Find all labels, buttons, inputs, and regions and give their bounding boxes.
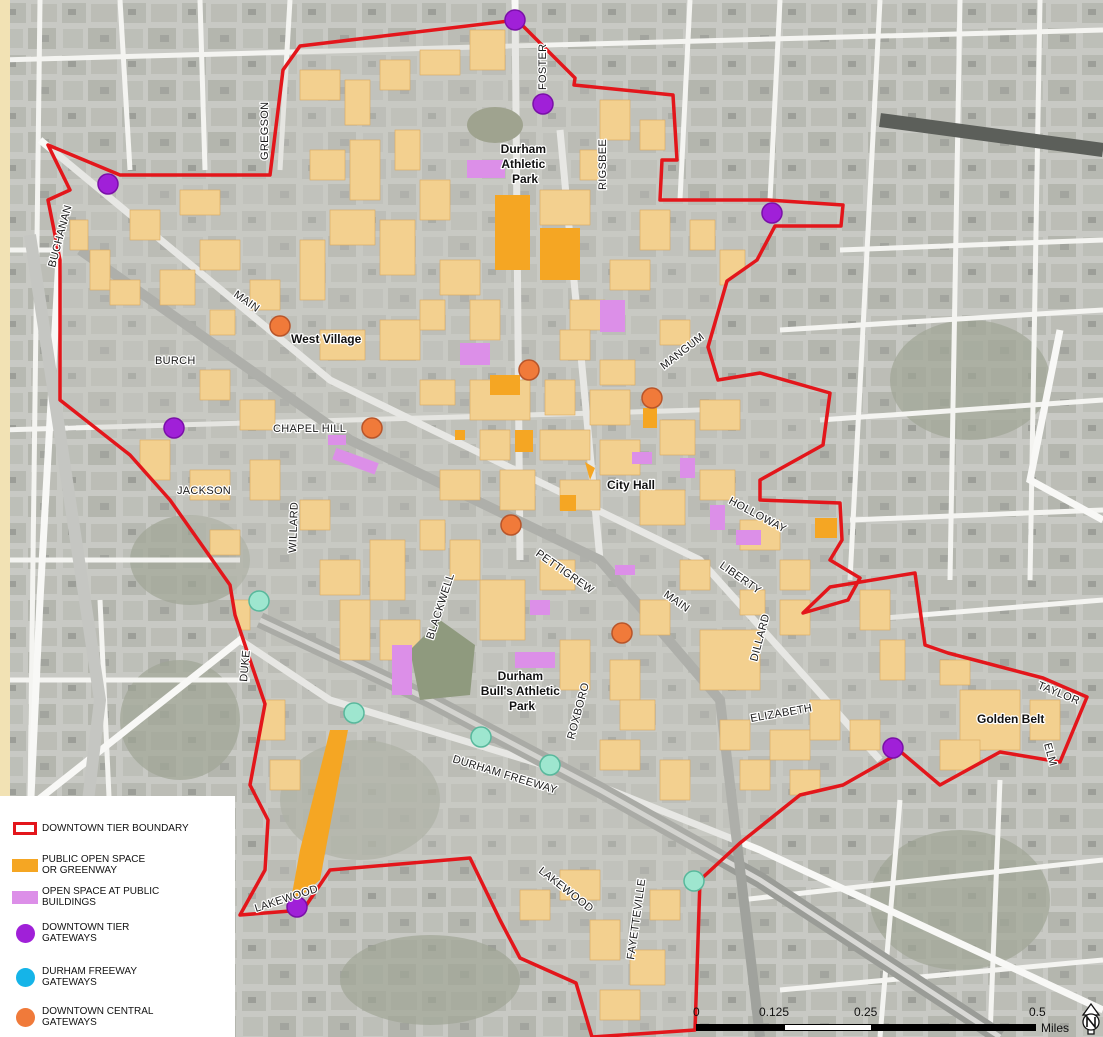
legend-public-buildings-line1: OPEN SPACE AT PUBLIC [42,886,160,897]
scale-segment-3 [872,1024,1036,1031]
scale-bar: 0 0.125 0.25 0.5 Miles [693,1005,1069,1037]
north-arrow-icon [1081,1003,1101,1035]
scale-segment-1 [696,1024,784,1031]
map-legend: DOWNTOWN TIER BOUNDARY PUBLIC OPEN SPACE… [0,796,235,1037]
legend-boundary-label: DOWNTOWN TIER BOUNDARY [42,823,189,834]
legend-tier-gateways-line2: GATEWAYS [42,933,97,944]
legend-public-buildings-swatch [12,890,38,904]
place-label-west-village: West Village [291,332,362,346]
street-label-chapel-hill: CHAPEL HILL [273,423,346,435]
central-gateway-marker-1 [269,315,291,337]
freeway-gateway-marker-1 [248,590,270,612]
legend-central-gateways-line1: DOWNTOWN CENTRAL [42,1006,154,1017]
legend-freeway-gateway-dot [15,967,35,987]
legend-central-gateway-dot [15,1007,35,1027]
street-label-rigsbee: RIGSBEE [597,139,609,190]
legend-open-space-label: PUBLIC OPEN SPACE OR GREENWAY [42,854,222,876]
legend-row-central-gateways: DOWNTOWN CENTRAL GATEWAYS [8,1006,222,1028]
bulls-park-field [410,620,475,700]
legend-freeway-gateways-line1: DURHAM FREEWAY [42,966,137,977]
tier-gateway-marker-7 [286,896,308,918]
street-label-willard: WILLARD [287,502,301,553]
tier-gateway-marker-1 [504,9,526,31]
map-frame-left [0,0,10,1037]
legend-open-space-line1: PUBLIC OPEN SPACE [42,854,146,865]
freeway-gateway-marker-4 [539,754,561,776]
legend-row-open-space: PUBLIC OPEN SPACE OR GREENWAY [8,854,222,876]
street-label-jackson: JACKSON [177,485,231,497]
legend-central-gateways-line2: GATEWAYS [42,1017,97,1028]
legend-row-tier-gateways: DOWNTOWN TIER GATEWAYS [8,922,222,944]
freeway-gateways [248,590,705,892]
legend-freeway-gateways-label: DURHAM FREEWAY GATEWAYS [42,966,222,988]
place-label-bulls-athletic-park: Durham Bull's Athletic Park [481,669,563,713]
central-gateway-marker-5 [500,514,522,536]
tier-gateway-marker-3 [97,173,119,195]
legend-tier-gateways-line1: DOWNTOWN TIER [42,922,130,933]
legend-boundary-swatch [13,822,37,835]
street-label-gregson: GREGSON [259,102,271,160]
legend-central-gateways-label: DOWNTOWN CENTRAL GATEWAYS [42,1006,222,1028]
legend-freeway-gateways-line2: GATEWAYS [42,977,97,988]
legend-row-boundary: DOWNTOWN TIER BOUNDARY [8,822,222,835]
legend-public-buildings-label: OPEN SPACE AT PUBLIC BUILDINGS [42,886,222,908]
place-label-durham-athletic-park: Durham Athletic Park [501,142,550,186]
legend-open-space-swatch [12,858,38,872]
place-label-city-hall: City Hall [607,478,655,492]
central-gateways [269,315,663,644]
central-gateway-marker-2 [518,359,540,381]
athletic-park-field [467,107,523,143]
freeway-gateway-marker-3 [470,726,492,748]
central-gateway-marker-4 [361,417,383,439]
downtown-tier-boundary [46,18,1089,1037]
central-gateway-marker-6 [611,622,633,644]
place-label-golden-belt: Golden Belt [977,712,1044,726]
rail-freeway-corridor [24,113,1103,1037]
legend-row-public-buildings: OPEN SPACE AT PUBLIC BUILDINGS [8,886,222,908]
scale-tick-025: 0.25 [854,1005,878,1019]
legend-tier-gateways-label: DOWNTOWN TIER GATEWAYS [42,922,222,944]
tier-gateway-marker-5 [163,417,185,439]
street-label-duke: DUKE [238,650,253,683]
scale-tick-0: 0 [693,1005,700,1019]
central-gateway-marker-3 [641,387,663,409]
tier-gateway-marker-6 [882,737,904,759]
street-label-foster: FOSTER [537,44,549,90]
tier-gateway-marker-4 [761,202,783,224]
legend-public-buildings-line2: BUILDINGS [42,897,96,908]
scale-tick-0125: 0.125 [759,1005,790,1019]
street-label-burch: BURCH [155,355,196,367]
legend-open-space-line2: OR GREENWAY [42,865,118,876]
legend-row-freeway-gateways: DURHAM FREEWAY GATEWAYS [8,966,222,988]
scale-unit: Miles [1041,1021,1070,1035]
tier-gateway-marker-2 [532,93,554,115]
freeway-gateway-marker-2 [343,702,365,724]
freeway-gateway-marker-5 [683,870,705,892]
scale-tick-05: 0.5 [1029,1005,1046,1019]
tier-gateways [97,9,904,918]
scale-segment-2 [784,1024,872,1031]
legend-tier-gateway-dot [15,923,35,943]
